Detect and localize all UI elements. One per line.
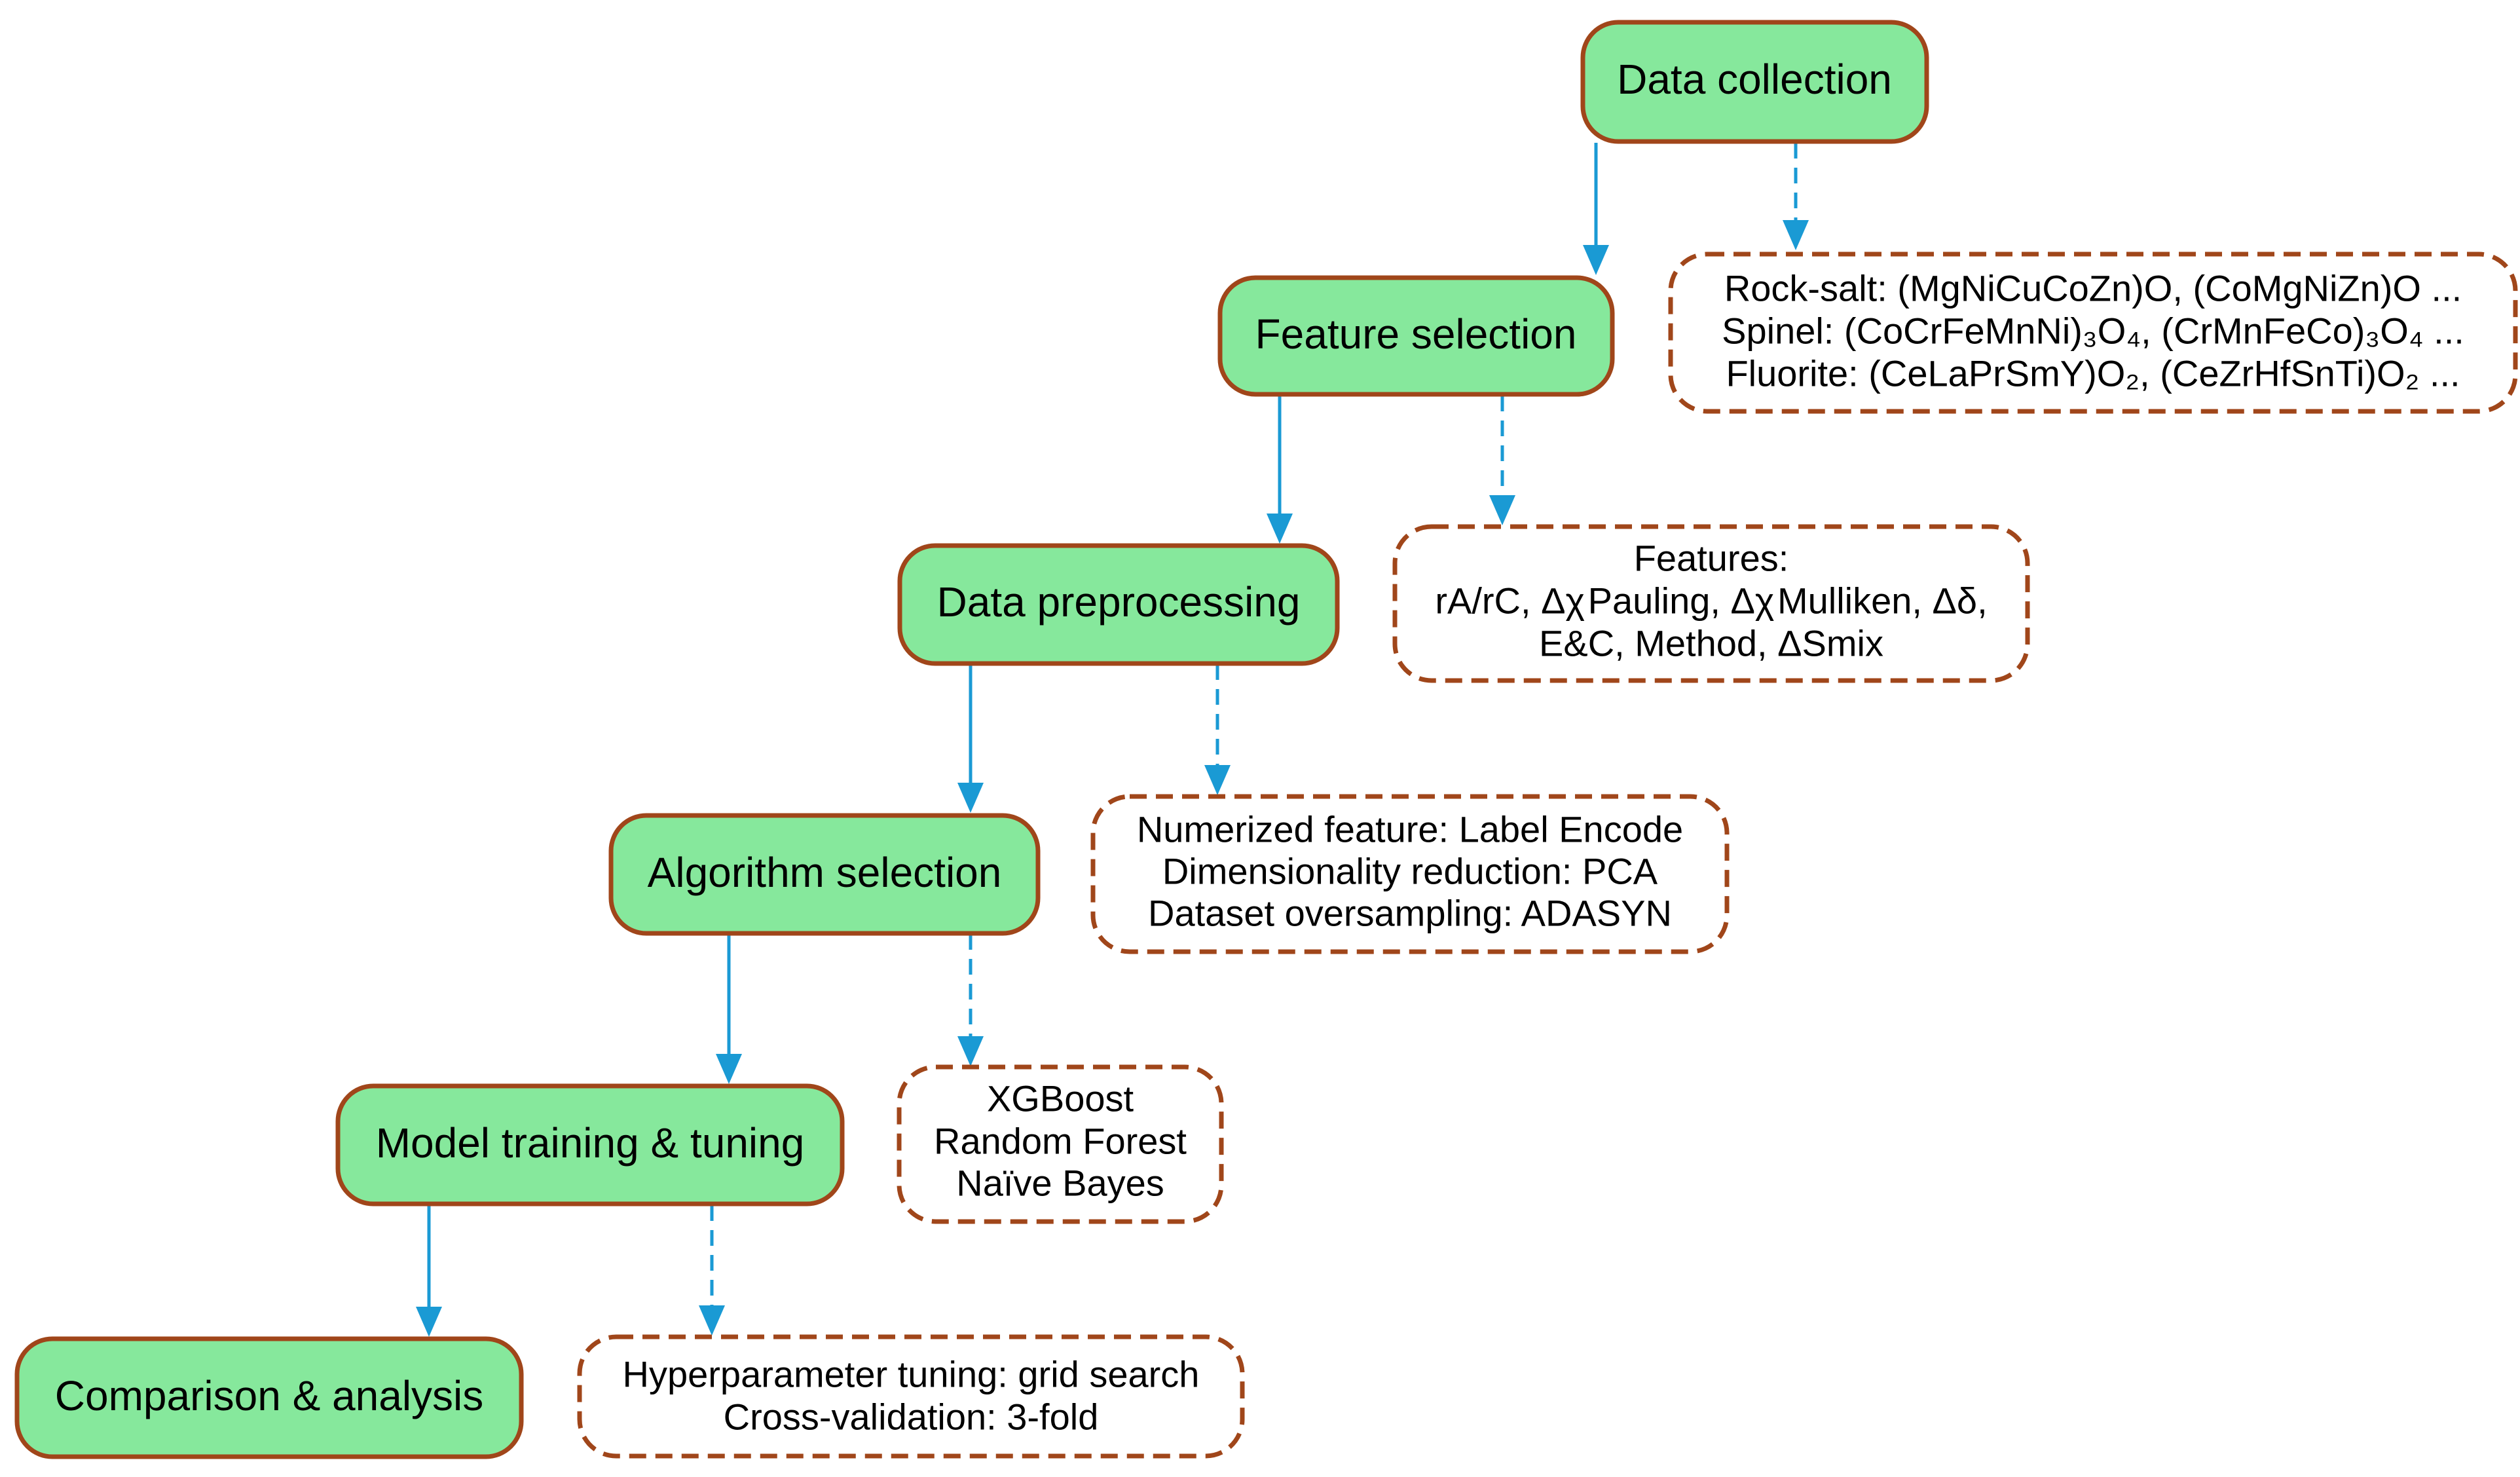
detail-line: XGBoost (987, 1078, 1134, 1119)
arrowhead-preprocessing-to-methods (1204, 765, 1231, 795)
detail-arrows (699, 143, 1809, 1336)
arrowhead-preprocessing-to-algorithm (957, 783, 984, 813)
detail-line: Naïve Bayes (956, 1163, 1164, 1204)
arrowhead-collection-to-feature (1583, 245, 1609, 275)
detail-line: Numerized feature: Label Encode (1137, 809, 1683, 850)
flow-arrows (416, 143, 1609, 1337)
step-node-data-collection: Data collection (1580, 20, 1929, 144)
arrowhead-collection-to-datasets (1783, 220, 1809, 250)
step-label: Data collection (1617, 56, 1892, 103)
detail-node-tuning: Hyperparameter tuning: grid search Cross… (577, 1334, 1245, 1459)
detail-line: Rock-salt: (MgNiCuCoZn)O, (CoMgNiZn)O ..… (1724, 268, 2462, 309)
step-node-model-training: Model training & tuning (335, 1083, 845, 1206)
step-label: Comparison & analysis (55, 1372, 484, 1419)
step-label: Feature selection (1255, 310, 1577, 358)
step-label: Model training & tuning (376, 1119, 805, 1167)
arrowhead-algorithm-to-models (957, 1036, 984, 1066)
arrowhead-feature-to-preprocessing (1267, 514, 1293, 544)
arrowhead-training-to-comparison (416, 1307, 442, 1337)
step-label: Algorithm selection (648, 849, 1002, 896)
step-label: Data preprocessing (937, 578, 1301, 626)
detail-line: Dataset oversampling: ADASYN (1148, 893, 1672, 934)
detail-line: Dimensionality reduction: PCA (1162, 851, 1658, 892)
detail-node-preprocessing-methods: Numerized feature: Label Encode Dimensio… (1090, 794, 1730, 954)
detail-line: Cross-validation: 3-fold (724, 1396, 1099, 1438)
detail-node-features: Features: rA/rC, Δχ Pauling, Δχ Mulliken… (1392, 524, 2030, 683)
detail-node-algorithms: XGBoost Random Forest Naïve Bayes (897, 1064, 1224, 1224)
detail-line: Fluorite: (CeLaPrSmY)O₂, (CeZrHfSnTi)O₂ … (1726, 353, 2460, 394)
step-node-data-preprocessing: Data preprocessing (897, 543, 1340, 666)
step-node-comparison-analysis: Comparison & analysis (14, 1336, 524, 1459)
arrowhead-training-to-tuning (699, 1305, 725, 1336)
detail-line: Features: (1634, 538, 1789, 579)
step-node-algorithm-selection: Algorithm selection (608, 813, 1041, 936)
detail-line: Hyperparameter tuning: grid search (623, 1354, 1200, 1395)
detail-line: E&C, Method, ΔSmix (1539, 623, 1883, 664)
detail-line: rA/rC, Δχ Pauling, Δχ Mulliken, Δδ, (1435, 580, 1987, 622)
detail-node-datasets: Rock-salt: (MgNiCuCoZn)O, (CoMgNiZn)O ..… (1668, 252, 2518, 414)
detail-line: Spinel: (CoCrFeMnNi)₃O₄, (CrMnFeCo)₃O₄ .… (1722, 310, 2464, 352)
arrowhead-feature-to-features (1489, 495, 1515, 525)
step-node-feature-selection: Feature selection (1217, 275, 1615, 397)
detail-line: Random Forest (934, 1121, 1187, 1162)
arrowhead-algorithm-to-training (716, 1054, 742, 1084)
